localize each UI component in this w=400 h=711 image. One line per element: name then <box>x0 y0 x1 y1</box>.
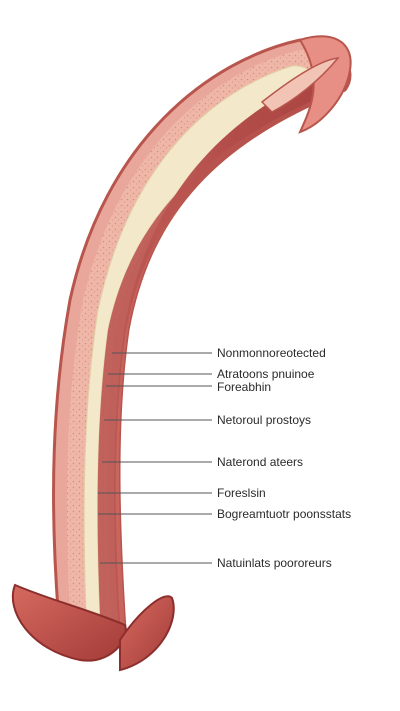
label-4: Netoroul prostoys <box>217 413 312 427</box>
label-1: Nonmonnoreotected <box>217 346 326 360</box>
label-3: Foreabhin <box>217 380 272 394</box>
inner-tissue-body <box>97 92 340 622</box>
label-2: Atratoons pnuinoe <box>217 367 315 381</box>
tip-fold <box>260 57 340 113</box>
label-6: Foreslsin <box>217 486 266 500</box>
label-8: Natuinlats poororeurs <box>217 556 332 570</box>
base-left-flare <box>11 583 127 662</box>
label-5: Naterond ateers <box>217 455 304 469</box>
tip-glans <box>298 35 352 134</box>
speckled-tissue-layer <box>66 49 337 622</box>
label-7: Bogreamtuotr poonsstats <box>217 507 352 521</box>
base-right-flare <box>119 595 175 672</box>
